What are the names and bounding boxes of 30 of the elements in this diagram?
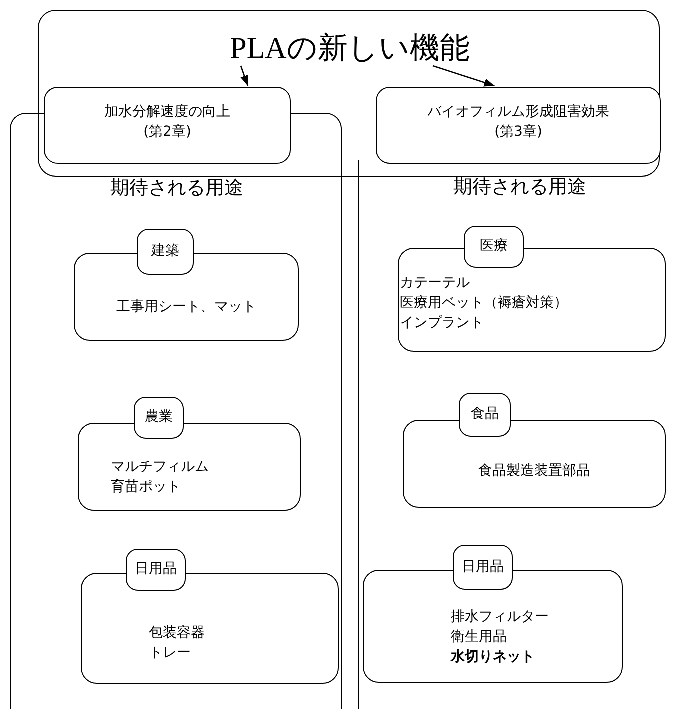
category-tab: 建築 bbox=[137, 229, 194, 275]
list-item: 包装容器 bbox=[149, 624, 205, 643]
list-item: 水切りネット bbox=[451, 648, 535, 667]
category-tab: 日用品 bbox=[453, 545, 513, 590]
feature-text: バイオフィルム形成阻害効果 bbox=[426, 103, 610, 122]
feature-text: 加水分解速度の向上 bbox=[104, 103, 232, 122]
list-item: 育苗ポット bbox=[111, 478, 181, 497]
feature-box bbox=[44, 87, 291, 164]
arrow bbox=[240, 66, 249, 86]
list-item: カテーテル bbox=[400, 274, 470, 293]
list-item: 医療用ベット（褥瘡対策） bbox=[400, 294, 568, 313]
list-item: 排水フィルター bbox=[451, 608, 549, 627]
list-item: 食品製造装置部品 bbox=[478, 462, 592, 481]
header-panel bbox=[38, 10, 660, 177]
column-heading: 期待される用途 bbox=[110, 176, 244, 200]
arrow bbox=[432, 65, 495, 87]
column-heading: 期待される用途 bbox=[452, 175, 588, 199]
list-item: インプラント bbox=[400, 314, 484, 333]
feature-box bbox=[376, 87, 661, 164]
list-item: 工事用シート、マット bbox=[116, 298, 258, 317]
chapter-note: (第3章) bbox=[494, 123, 544, 142]
chapter-note: (第2章) bbox=[142, 123, 192, 142]
category-tab: 医療 bbox=[464, 226, 524, 268]
list-item: マルチフィルム bbox=[111, 458, 209, 477]
list-item: トレー bbox=[149, 644, 191, 663]
category-tab: 日用品 bbox=[126, 549, 186, 591]
list-item: 衛生用品 bbox=[451, 628, 507, 647]
category-tab: 農業 bbox=[134, 397, 184, 439]
category-tab: 食品 bbox=[459, 393, 511, 437]
header-text: PLAの新しい機能 bbox=[230, 31, 470, 67]
